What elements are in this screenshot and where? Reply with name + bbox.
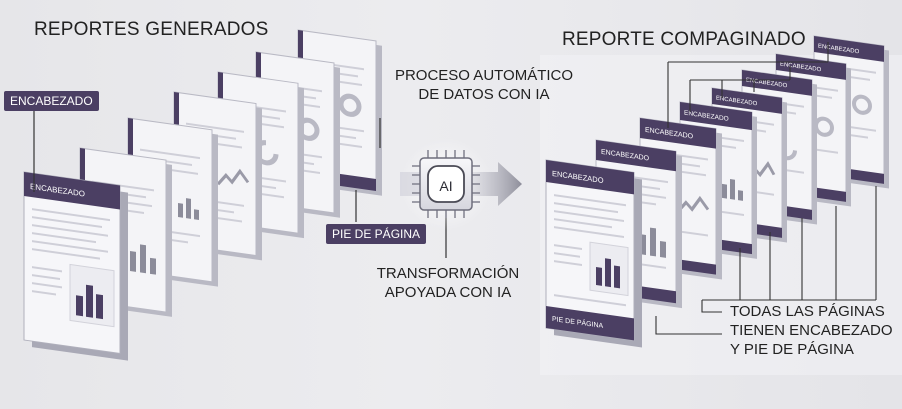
all-pages-note: TODAS LAS PÁGINAS TIENEN ENCABEZADO Y PI… [730, 303, 893, 359]
process-label: PROCESO AUTOMÁTICO DE DATOS CON IA [384, 67, 584, 105]
transform-label: TRANSFORMACIÓN APOYADA CON IA [348, 265, 548, 303]
transform-label-line2: APOYADA CON IA [384, 283, 512, 301]
left-title: REPORTES GENERADOS [34, 19, 269, 40]
process-label-line2: DE DATOS CON IA [418, 85, 550, 103]
ai-chip-group: AI [400, 138, 522, 230]
right-page-5-header-text: ENCABEZADO [716, 96, 758, 108]
all-pages-note-line1: TODAS LAS PÁGINAS [730, 303, 885, 320]
transform-label-line1: TRANSFORMACIÓN [376, 265, 520, 282]
right-page-7-header-text: ENCABEZADO [780, 62, 822, 74]
header-tag: ENCABEZADO [4, 91, 99, 111]
footer-bracket-lines [655, 186, 877, 335]
header-bracket-lines [667, 42, 829, 128]
ai-chip-label: AI [439, 178, 452, 194]
process-label-line1: PROCESO AUTOMÁTICO [394, 67, 574, 84]
all-pages-note-line2: TIENEN ENCABEZADO [730, 321, 893, 339]
right-page-6-header-text: ENCABEZADO [746, 78, 788, 90]
footer-tag: PIE DE PÁGINA [326, 224, 427, 244]
flow-arrow [472, 162, 522, 206]
left-page-front: ENCABEZADO [23, 171, 128, 361]
right-page-stack: ENCABEZADO ENCABEZADO ENCABEZADO [545, 35, 889, 348]
all-pages-note-line3: Y PIE DE PÁGINA [730, 340, 854, 358]
right-page-front: ENCABEZADO PIE DE PÁGINA [545, 159, 642, 348]
right-page-8-header-text: ENCABEZADO [818, 44, 860, 56]
left-page-stack: ENCABEZADO [23, 29, 382, 361]
right-title: REPORTE COMPAGINADO [562, 29, 806, 50]
